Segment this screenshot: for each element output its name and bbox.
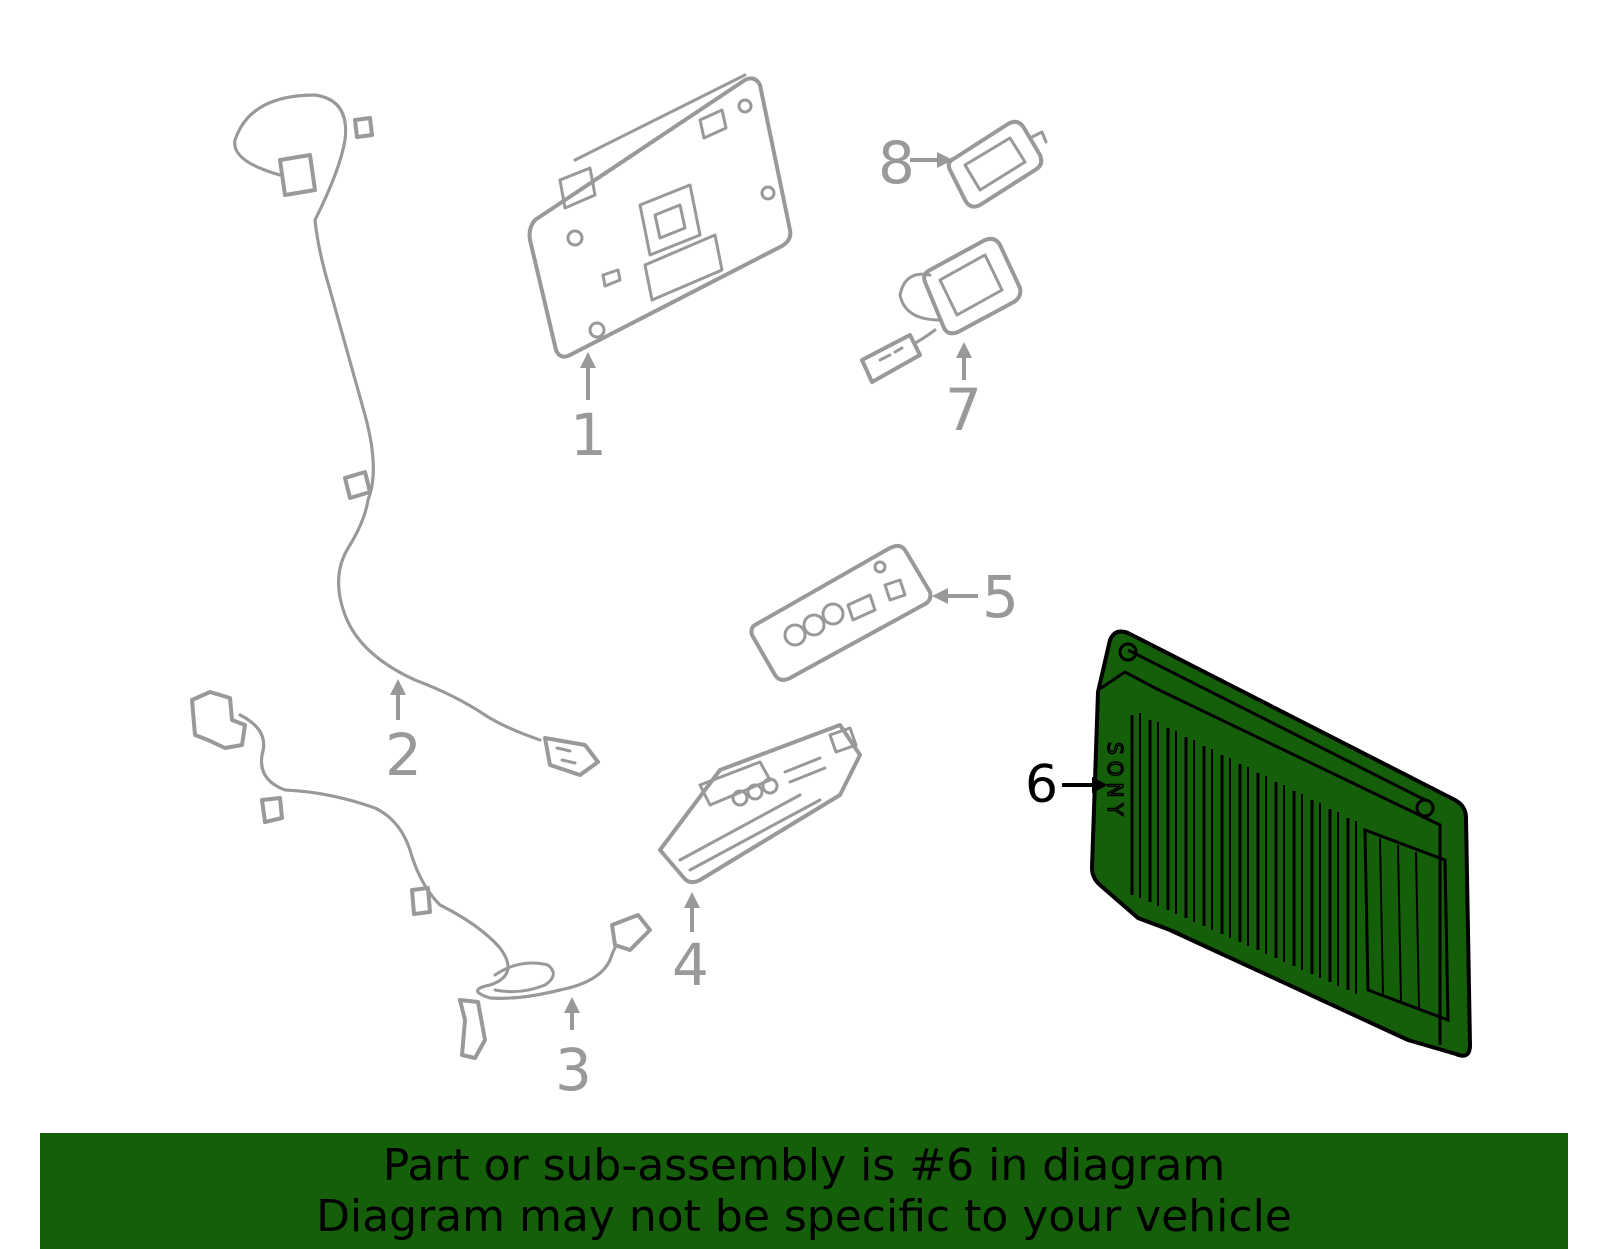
- part-6-brand-label: SONY: [1103, 742, 1127, 822]
- callout-1: 1: [570, 352, 607, 469]
- part-2-wiring-harness[interactable]: [233, 93, 600, 777]
- part-5-bezel[interactable]: [749, 543, 933, 682]
- part-1-control-module[interactable]: [527, 73, 793, 359]
- callout-6: 6: [1025, 755, 1108, 815]
- part-8-cover[interactable]: [946, 119, 1048, 209]
- part-3-harness[interactable]: [190, 690, 652, 1060]
- callout-8-label: 8: [878, 129, 915, 197]
- callout-8: 8: [878, 129, 953, 197]
- info-banner: Part or sub-assembly is #6 in diagram Di…: [40, 1133, 1568, 1249]
- callout-2-label: 2: [385, 721, 422, 789]
- callout-7: 7: [945, 342, 982, 444]
- callout-3-label: 3: [555, 1036, 592, 1104]
- part-6-amplifier[interactable]: SONY: [1090, 629, 1472, 1058]
- part-4-module[interactable]: [658, 723, 862, 885]
- callout-3: 3: [555, 997, 592, 1104]
- callout-5-label: 5: [982, 563, 1019, 631]
- banner-line-1: Part or sub-assembly is #6 in diagram: [382, 1140, 1226, 1191]
- callout-4: 4: [672, 892, 709, 999]
- part-7-connector[interactable]: [860, 236, 1023, 384]
- callout-2: 2: [385, 679, 422, 789]
- callout-5: 5: [932, 563, 1019, 631]
- callout-7-label: 7: [945, 376, 982, 444]
- callout-1-label: 1: [570, 401, 607, 469]
- callout-4-label: 4: [672, 931, 709, 999]
- banner-line-2: Diagram may not be specific to your vehi…: [316, 1191, 1292, 1242]
- callout-6-label: 6: [1025, 755, 1058, 815]
